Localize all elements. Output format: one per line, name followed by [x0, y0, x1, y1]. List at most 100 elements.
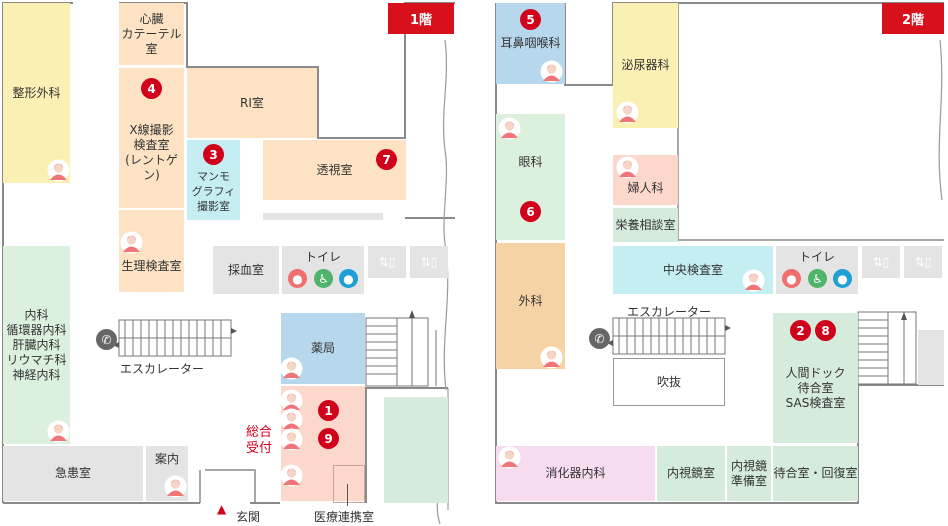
- staff-person-icon: [498, 446, 521, 469]
- room-gastro[interactable]: 消化器内科: [496, 446, 655, 501]
- room-label: 吹抜: [656, 374, 681, 389]
- room-label: 外科: [518, 293, 543, 308]
- marker-7[interactable]: 7: [376, 149, 397, 170]
- phone-icon: ✆: [96, 329, 117, 350]
- room-label: 急患室: [54, 466, 91, 480]
- room-gynecology[interactable]: 婦人科: [613, 155, 678, 205]
- elevator-icon: ⇅▯: [872, 254, 890, 269]
- room-label: 生理検査室: [121, 258, 182, 273]
- room-label: 心臓 カテーテル室: [121, 11, 182, 56]
- room-label: 案内: [154, 452, 179, 466]
- room-label: 人間ドック 待合室 SAS検査室: [785, 365, 846, 410]
- room-label: マンモ グラフィ 撮影室: [191, 169, 236, 213]
- room-endoscopy[interactable]: 内視鏡室: [657, 446, 725, 501]
- room-checkup[interactable]: 人間ドック 待合室 SAS検査室: [773, 313, 858, 443]
- escalator-label-1f: エスカレーター: [120, 362, 205, 376]
- marker-1[interactable]: 1: [318, 400, 339, 421]
- room-atrium: 吹抜: [613, 358, 725, 406]
- room-label: 内視鏡 準備室: [730, 458, 767, 488]
- room-label: 採血室: [227, 262, 264, 277]
- escalator-1f: [113, 319, 237, 357]
- staff-person-icon: [498, 117, 521, 140]
- staff-person-icon: [540, 60, 563, 83]
- room-nutrition[interactable]: 栄養相談室: [613, 208, 678, 242]
- escalator-label-2f: エスカレーター: [627, 305, 712, 319]
- male-toilet-icon: ●: [339, 269, 358, 288]
- stairs-2f: [857, 311, 917, 385]
- room-label: 内科 循環器内科 肝臓内科 リウマチ科 神経内科: [6, 307, 67, 382]
- room-label: 透視室: [316, 162, 353, 177]
- room-label: 栄養相談室: [615, 217, 676, 232]
- room-ri[interactable]: RI室: [187, 68, 317, 138]
- staff-person-icon: [280, 464, 303, 487]
- room-label: 待合室・回復室: [773, 466, 858, 480]
- staff-person-icon: [742, 269, 765, 292]
- wheelchair-icon: ♿: [314, 269, 333, 288]
- room-label: トイレ: [798, 250, 835, 264]
- room-label: トイレ: [304, 250, 341, 264]
- room-medical-liaison-box[interactable]: [333, 465, 365, 503]
- female-toilet-icon: ●: [782, 269, 801, 288]
- room-2f-right: [918, 330, 944, 385]
- floor-1-label: 1階: [388, 3, 454, 34]
- staff-person-icon: [47, 159, 70, 182]
- room-label: 整形外科: [12, 85, 61, 100]
- room-mammography[interactable]: マンモ グラフィ 撮影室: [187, 140, 240, 220]
- room-internal-medicine[interactable]: 内科 循環器内科 肝臓内科 リウマチ科 神経内科: [3, 246, 70, 444]
- medical-liaison-label: 医療連携室: [314, 510, 375, 524]
- room-label: 中央検査室: [662, 262, 723, 277]
- reception-label: 総合 受付: [246, 425, 273, 456]
- room-label: RI室: [240, 95, 264, 110]
- elevator-icon: ⇅▯: [378, 254, 396, 269]
- staff-person-icon: [120, 231, 143, 254]
- male-toilet-icon: ●: [833, 269, 852, 288]
- staff-person-icon: [616, 156, 639, 179]
- staff-person-icon: [47, 420, 70, 443]
- floor-2-label: 2階: [882, 3, 944, 34]
- staff-person-icon: [280, 357, 303, 380]
- pointer-line-icon: [347, 484, 348, 506]
- stairs-1f: [365, 310, 437, 387]
- female-toilet-icon: ●: [288, 269, 307, 288]
- entrance-arrow-icon: ▲: [217, 502, 227, 516]
- staff-person-icon: [540, 346, 563, 369]
- room-label: 耳鼻咽喉科: [500, 36, 561, 50]
- room-emergency[interactable]: 急患室: [3, 446, 143, 501]
- elevator-1f-b[interactable]: ⇅▯: [410, 246, 448, 278]
- room-recovery[interactable]: 待合室・回復室: [773, 446, 858, 501]
- marker-8[interactable]: 8: [815, 320, 836, 341]
- room-label: 内視鏡室: [666, 466, 715, 480]
- staff-person-icon: [280, 389, 303, 412]
- escalator-2f: [607, 317, 731, 355]
- elevator-2f-b[interactable]: ⇅▯: [904, 246, 942, 278]
- staff-person-icon: [280, 408, 303, 431]
- room-orthopedics[interactable]: 整形外科: [3, 3, 70, 183]
- staff-person-icon: [616, 101, 639, 124]
- elevator-2f-a[interactable]: ⇅▯: [862, 246, 900, 278]
- phone-icon: ✆: [589, 328, 610, 349]
- room-blood-collection[interactable]: 採血室: [213, 246, 279, 294]
- elevator-1f-a[interactable]: ⇅▯: [368, 246, 406, 278]
- room-label: 泌尿器科: [621, 58, 670, 72]
- room-label: 婦人科: [627, 180, 664, 195]
- room-endoscopy-prep[interactable]: 内視鏡 準備室: [727, 446, 771, 501]
- marker-5[interactable]: 5: [520, 9, 541, 30]
- entrance-label: 玄関: [236, 510, 261, 524]
- elevator-icon: ⇅▯: [914, 254, 932, 269]
- room-label: 眼科: [518, 154, 543, 169]
- room-1f-side: [384, 397, 448, 503]
- marker-9[interactable]: 9: [318, 428, 339, 449]
- room-cardiac-cath[interactable]: 心臓 カテーテル室: [119, 3, 184, 65]
- room-label: 消化器内科: [545, 466, 606, 480]
- staff-person-icon: [280, 428, 303, 451]
- marker-6[interactable]: 6: [520, 201, 541, 222]
- room-label: X線撮影 検査室 (レントゲン): [125, 123, 178, 182]
- marker-2[interactable]: 2: [790, 320, 811, 341]
- staff-person-icon: [164, 475, 187, 498]
- marker-3[interactable]: 3: [203, 144, 224, 165]
- marker-4[interactable]: 4: [141, 78, 162, 99]
- room-label: 薬局: [310, 341, 335, 355]
- elevator-icon: ⇅▯: [420, 254, 438, 269]
